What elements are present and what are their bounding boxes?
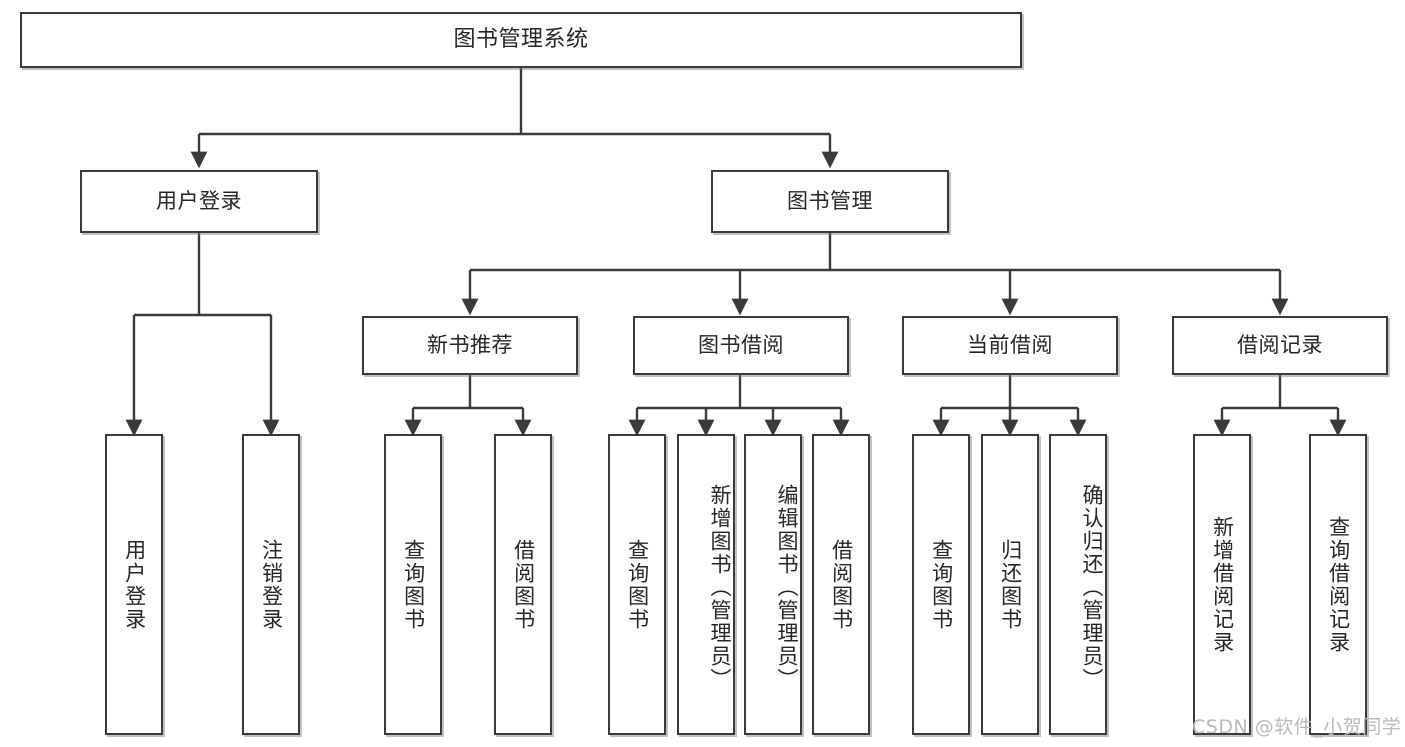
- leaf-book-borrow-query[interactable]: 查询图书: [608, 434, 666, 735]
- leaf-current-borrow-return[interactable]: 归还图书: [981, 434, 1039, 735]
- node-book-management[interactable]: 图书管理: [711, 170, 949, 233]
- node-label: 新书推荐: [427, 333, 513, 358]
- node-label: 新增借阅记录: [1210, 515, 1235, 654]
- node-label: 图书借阅: [698, 333, 784, 358]
- node-label: 查询借阅记录: [1326, 515, 1351, 654]
- node-label: 借阅图书: [829, 538, 854, 631]
- node-label: 当前借阅: [967, 333, 1053, 358]
- csdn-watermark: CSDN @软件_小贺同学: [1192, 716, 1402, 738]
- leaf-new-book-query[interactable]: 查询图书: [384, 434, 442, 735]
- node-label: 新增图书（管理员）: [708, 484, 732, 691]
- node-label: 借阅记录: [1237, 333, 1323, 358]
- leaf-current-borrow-query[interactable]: 查询图书: [912, 434, 970, 735]
- node-label: 图书管理系统: [453, 27, 589, 53]
- node-new-book-recommend[interactable]: 新书推荐: [362, 316, 578, 375]
- node-label: 注销登录: [259, 538, 284, 631]
- node-label: 图书管理: [787, 189, 873, 214]
- leaf-book-borrow-add[interactable]: 新增图书（管理员）: [677, 434, 735, 735]
- leaf-book-borrow-edit[interactable]: 编辑图书（管理员）: [744, 434, 802, 735]
- node-user-login[interactable]: 用户登录: [80, 170, 318, 233]
- node-label: 用户登录: [156, 189, 242, 214]
- node-label: 确认归还（管理员）: [1080, 484, 1104, 691]
- node-label: 用户登录: [122, 538, 147, 631]
- node-label: 查询图书: [401, 538, 426, 631]
- leaf-user-login-login[interactable]: 用户登录: [105, 434, 163, 735]
- node-label: 借阅图书: [511, 538, 536, 631]
- node-borrow-record[interactable]: 借阅记录: [1172, 316, 1388, 375]
- node-book-borrow[interactable]: 图书借阅: [633, 316, 849, 375]
- node-label: 查询图书: [929, 538, 954, 631]
- leaf-borrow-record-query[interactable]: 查询借阅记录: [1309, 434, 1367, 735]
- node-current-borrow[interactable]: 当前借阅: [902, 316, 1118, 375]
- leaf-borrow-record-add[interactable]: 新增借阅记录: [1193, 434, 1251, 735]
- node-label: 归还图书: [998, 538, 1023, 631]
- node-label: 查询图书: [625, 538, 650, 631]
- leaf-new-book-borrow[interactable]: 借阅图书: [494, 434, 552, 735]
- node-label: 编辑图书（管理员）: [775, 484, 799, 691]
- leaf-book-borrow-borrow[interactable]: 借阅图书: [812, 434, 870, 735]
- leaf-user-login-logout[interactable]: 注销登录: [242, 434, 300, 735]
- leaf-current-borrow-confirm-return[interactable]: 确认归还（管理员）: [1049, 434, 1107, 735]
- node-root-system[interactable]: 图书管理系统: [20, 12, 1022, 68]
